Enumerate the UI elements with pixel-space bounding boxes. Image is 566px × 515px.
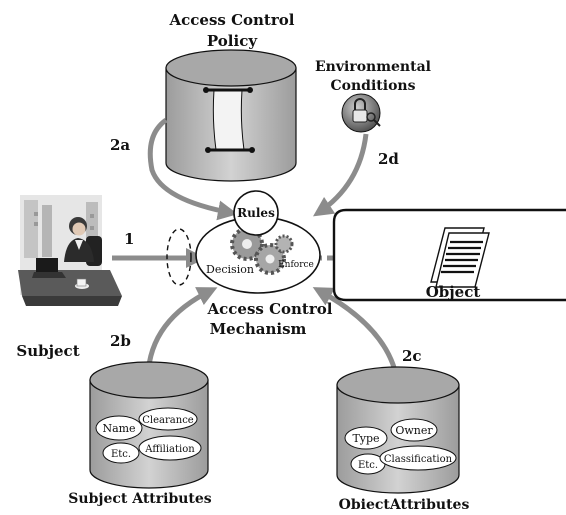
mechanism-title-line2: Mechanism [210,320,307,338]
object-attribute-tags: Type Owner Etc. Classification [344,418,457,475]
tag-name: Name [102,422,135,435]
rules-label: Rules [237,206,275,220]
step-2a: 2a [110,136,130,154]
document-icon [430,227,490,288]
subject-attributes-label: Subject Attributes [68,491,212,507]
tag-classification: Classification [384,454,453,465]
scroll-icon [203,87,255,153]
step-2b: 2b [110,332,131,350]
env-title-line2: Conditions [331,78,416,94]
lock-icon [341,93,381,133]
arrow-2d [313,133,369,217]
policy-title-line1: Access Control [169,11,295,29]
tag-clearance: Clearance [142,415,194,426]
subject-label: Subject [16,342,79,360]
tag-owner: Owner [395,424,433,437]
step-1: 1 [124,230,134,248]
tag-etc: Etc. [111,449,131,460]
mechanism-title-line1: Access Control [207,300,333,318]
rules-circle [233,190,279,236]
step-2c: 2c [402,347,422,365]
object-label: Object [426,283,481,301]
tag-type: Type [352,432,379,445]
step-2d: 2d [378,150,399,168]
tag-affiliation: Affiliation [144,444,195,455]
subject-figure [18,195,122,306]
env-title-line1: Environmental [315,59,431,75]
policy-title-line2: Policy [207,32,258,50]
enforce-label: Enforce [278,260,314,270]
gears-icon [230,227,294,275]
tag-object-etc: Etc. [358,460,378,471]
subject-interface-ellipse [166,228,192,286]
object-attributes-label: ObiectAttributes [339,497,470,513]
arrow-2a [147,117,238,221]
policy-cylinder [165,49,297,182]
decision-label: Decision [206,263,254,276]
subject-attribute-tags: Name Clearance Etc. Affiliation [95,407,202,464]
